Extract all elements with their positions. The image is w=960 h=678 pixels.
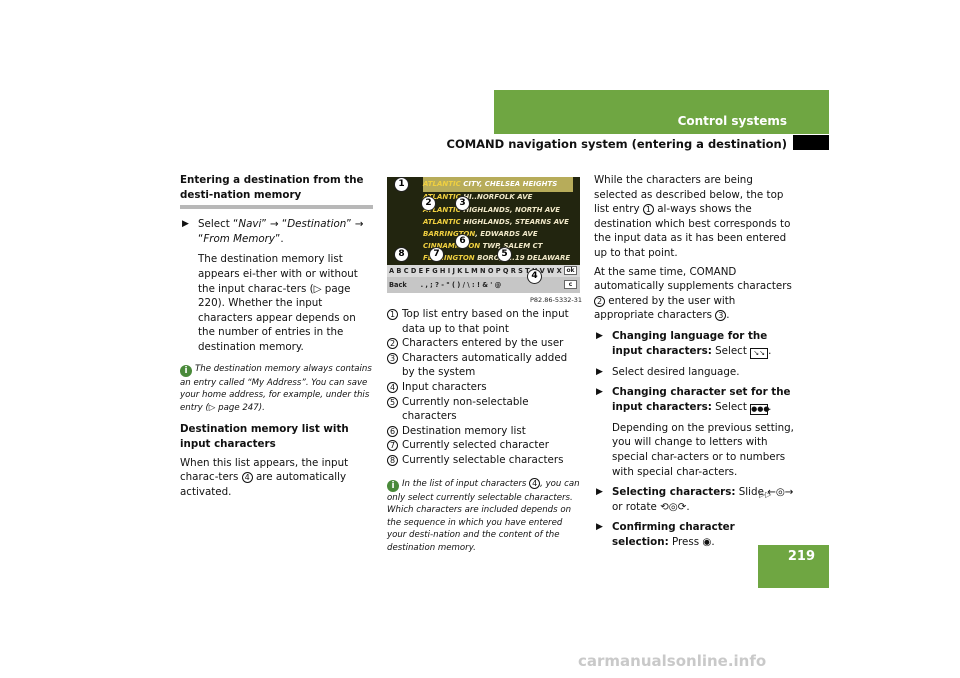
heading-rule: [180, 205, 373, 210]
header-band: Control systems: [494, 90, 829, 134]
callout-1: 1: [394, 177, 409, 192]
section-title: Control systems: [677, 114, 787, 128]
header-title-row: COMAND navigation system (entering a des…: [420, 135, 829, 153]
left-column: Entering a destination from the desti-na…: [180, 173, 373, 503]
back-row: Back . , ; ? - " ( ) / \ : ! & ' @ c: [387, 277, 580, 293]
rotate-controller-icon: ⟲◎⟳: [660, 500, 687, 513]
step-selecting-characters: ▶ Selecting characters: Slide ←◎→ or rot…: [596, 486, 794, 513]
info-icon: i: [387, 479, 399, 492]
list-item: ATLANTIC HIGHLANDS, NORTH AVE: [423, 206, 561, 214]
page-number: 219: [787, 549, 815, 564]
subheading: Destination memory list with input chara…: [180, 423, 349, 450]
step-confirm-selection: ▶ Confirming character selection: Press …: [596, 521, 735, 548]
callout-5: 5: [497, 247, 512, 262]
slide-controller-icon: ←◎→: [767, 486, 794, 499]
step-select-language: ▶ Select desired language.: [596, 365, 740, 378]
info-icon: i: [180, 364, 192, 377]
step-change-character-set: ▶ Changing character set for the input c…: [596, 386, 791, 415]
memory-list-paragraph: The destination memory list appears ei-t…: [198, 253, 358, 353]
bullet-arrow-icon: ▶: [596, 366, 603, 377]
continue-arrow-icon: ▷▷: [759, 490, 772, 499]
figure-code: P82.86-5332-31: [530, 296, 583, 304]
supplement-paragraph: At the same time, COMAND automatically s…: [594, 265, 792, 322]
footer-watermark: carmanualsonline.info: [578, 652, 767, 670]
press-controller-icon: ◉: [702, 535, 712, 548]
callout-2: 2: [421, 196, 436, 211]
bullet-arrow-icon: ▶: [596, 487, 603, 498]
list-item: ATLANTIC CITY, CHELSEA HEIGHTS: [423, 177, 573, 192]
character-set-icon: ●●●: [750, 403, 770, 415]
header-black-tab: [793, 135, 829, 150]
c-button: c: [564, 280, 577, 289]
callout-6: 6: [455, 234, 470, 249]
callout-4: 4: [527, 269, 542, 284]
top-entry-paragraph: While the characters are being selected …: [594, 174, 791, 259]
section-heading: Entering a destination from the desti-na…: [180, 174, 364, 201]
list-item: ATLANTIC HIGHLANDS, STEARNS AVE: [423, 218, 569, 226]
page-title: COMAND navigation system (entering a des…: [446, 137, 788, 151]
language-icon: ↘↘: [750, 347, 769, 359]
bullet-arrow-icon: ▶: [182, 219, 189, 230]
list-item: ATLANTIC HI..NORFOLK AVE: [423, 193, 533, 201]
input-characters-row: A B C D E F G H I J K L M N O P Q R S T …: [387, 265, 580, 277]
step-select-from-memory: ▶ Select “Navi” → “Destination” → “From …: [182, 218, 364, 245]
bullet-arrow-icon: ▶: [596, 330, 603, 341]
ok-button: ok: [564, 266, 577, 275]
bullet-arrow-icon: ▶: [596, 522, 603, 533]
page-number-box: 219: [758, 545, 829, 588]
comand-screen-figure: ATLANTIC CITY, CHELSEA HEIGHTS ATLANTIC …: [387, 177, 580, 293]
bullet-arrow-icon: ▶: [596, 387, 603, 398]
input-characters-paragraph: When this list appears, the input charac…: [180, 456, 349, 498]
step-change-language: ▶ Changing language for the input charac…: [596, 329, 772, 359]
callout-3: 3: [455, 196, 470, 211]
right-column: While the characters are being selected …: [594, 173, 794, 555]
callout-8: 8: [394, 247, 409, 262]
character-set-paragraph: Depending on the previous setting, you w…: [612, 421, 794, 478]
list-item: BARRINGTON, EDWARDS AVE: [423, 230, 538, 238]
list-item: CINNAMINSON TWP, SALEM CT: [423, 242, 543, 250]
callout-7: 7: [429, 247, 444, 262]
